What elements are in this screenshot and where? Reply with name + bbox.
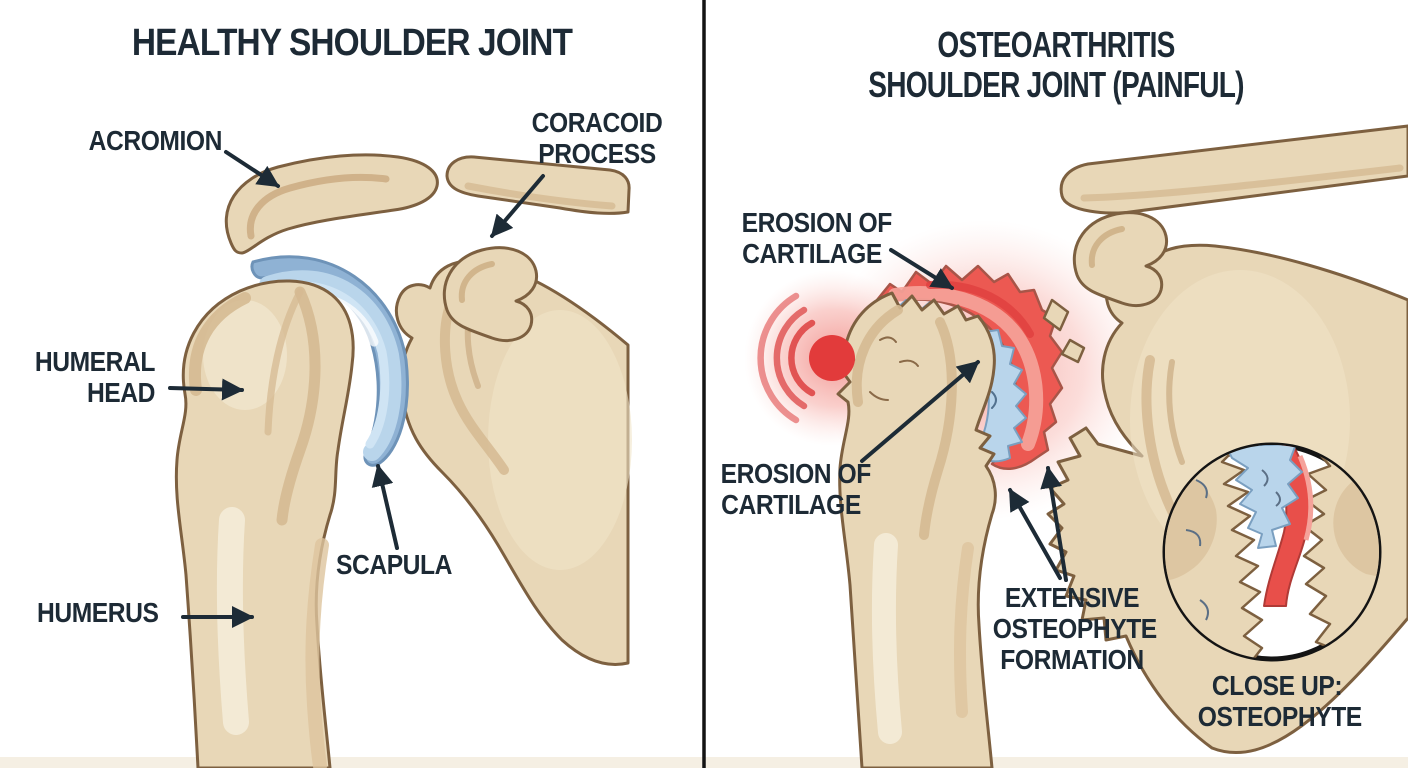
scapula-arrow [371, 464, 399, 550]
right-title-line1: OSTEOARTHRITIS [937, 24, 1175, 65]
clavicle-bone-right [1059, 124, 1408, 215]
humerus-label: HUMERUS [37, 597, 159, 628]
erosion-of-cartilage-bottom-label: EROSION OF CARTILAGE [720, 458, 872, 520]
erosion-of-cartilage-top-label: EROSION OF CARTILAGE [741, 207, 893, 269]
closeup-cartilage-patch [1225, 445, 1303, 549]
humeral-head-arrow [168, 378, 244, 401]
acromion-label: ACROMION [88, 125, 223, 156]
coracoid-process-bone-right [1072, 211, 1169, 307]
coracoid-arrow [490, 174, 545, 238]
right-panel-title: OSTEOARTHRITIS SHOULDER JOINT (PAINFUL) [783, 24, 1329, 106]
closeup-osteophyte-label: CLOSE UP: OSTEOPHYTE [1197, 670, 1362, 732]
coracoid-process-label: CORACOID PROCESS [531, 107, 663, 169]
annotation-arrows [168, 150, 1068, 628]
osteophyte-arrow-right [1040, 466, 1068, 582]
acromion-arrow [224, 150, 280, 188]
scapula-label: SCAPULA [335, 549, 453, 580]
osteophyte-arrow-left [1008, 488, 1062, 580]
erosion-top-arrow [889, 248, 954, 290]
left-panel-title: HEALTHY SHOULDER JOINT [131, 22, 573, 64]
erosion-bottom-arrow [860, 360, 980, 463]
humeral-head-label: HUMERAL HEAD [34, 346, 156, 408]
right-title-line2: SHOULDER JOINT (PAINFUL) [868, 64, 1244, 106]
humerus-bone-eroded [836, 291, 997, 768]
clavicle-bone [445, 155, 631, 215]
extensive-osteophyte-formation-label: EXTENSIVE OSTEOPHYTE FORMATION [992, 582, 1157, 675]
pain-radiating-icon [757, 292, 855, 424]
coracoid-process-bone [442, 246, 539, 342]
